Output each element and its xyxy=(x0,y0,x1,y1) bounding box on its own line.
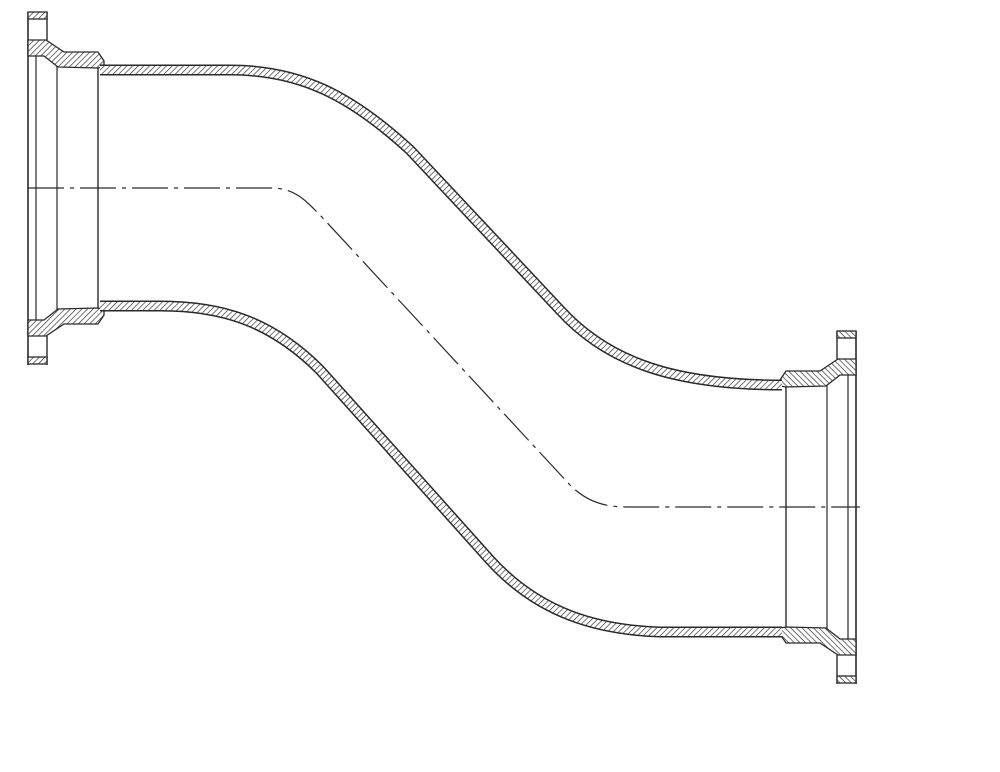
centerline xyxy=(28,187,860,508)
lower-pipe-wall xyxy=(100,300,782,638)
upper-pipe-wall xyxy=(100,64,783,391)
